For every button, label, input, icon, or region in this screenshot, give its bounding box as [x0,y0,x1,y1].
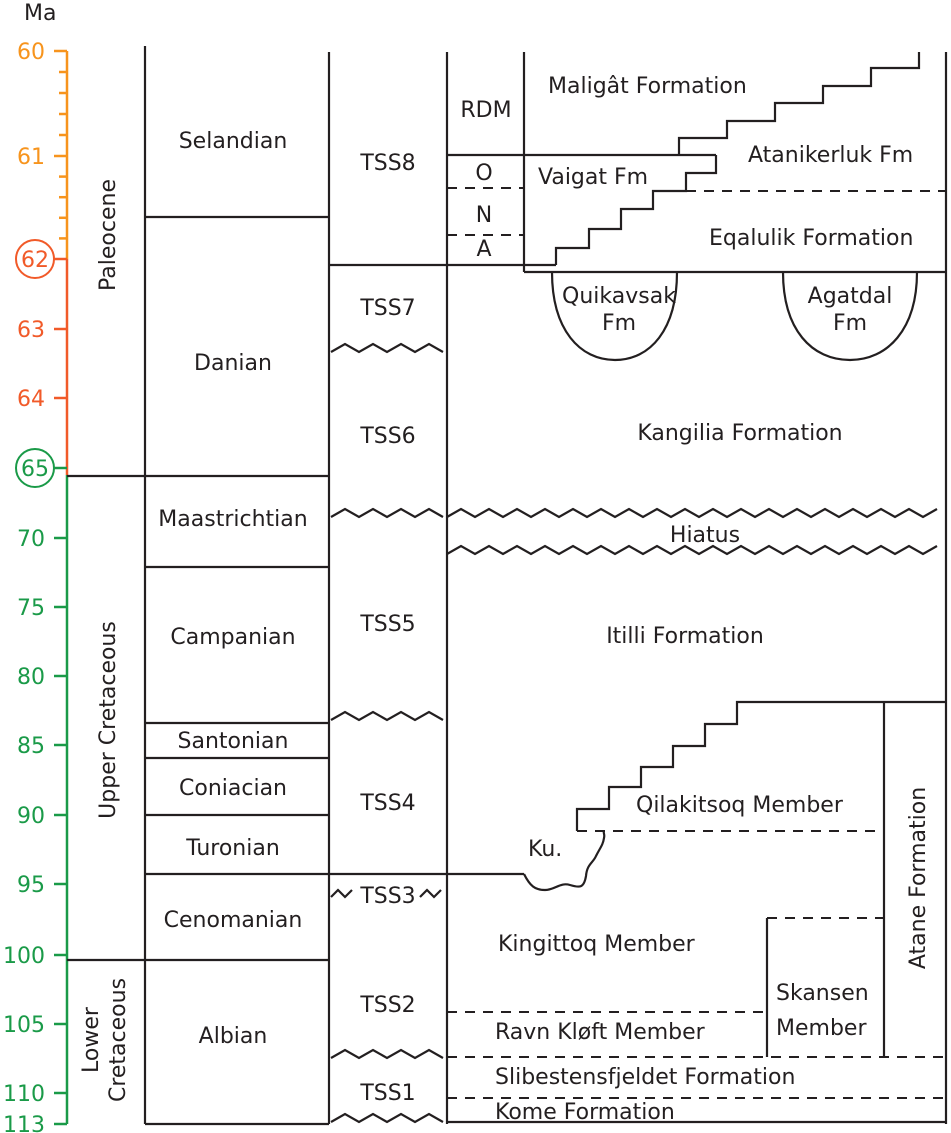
unit-atanikerluk-fm: Atanikerluk Fm [748,143,913,168]
stage-danian: Danian [194,351,272,376]
formation-labels: RDM O N A Maligât Formation Atanikerluk … [460,74,931,1125]
major-ticks: 60 61 62 63 64 65 70 75 80 85 90 95 100 105 110 113 [3,40,67,1133]
tick-label: 100 [3,944,45,969]
sequence-tss4: TSS4 [359,791,415,816]
minor-ticks [59,70,67,240]
unit-vaigat-fm: Vaigat Fm [538,165,648,190]
stage-albian: Albian [199,1024,268,1049]
sequence-tss1: TSS1 [359,1081,415,1106]
unit-o: O [475,161,492,186]
unit-ku: Ku. [528,837,562,862]
unconformity-tss3-left [330,888,353,899]
stage-labels: Selandian Danian Maastrichtian Campanian… [158,129,307,1049]
unit-maligat-formation: Maligât Formation [548,74,747,99]
maligat-step-boundary [677,52,921,155]
tick-label: 70 [17,527,45,552]
unit-n: N [476,203,492,228]
unconformities [330,342,938,1124]
unit-itilli-formation: Itilli Formation [606,624,764,649]
unit-hiatus: Hiatus [670,523,740,548]
unit-ravn-kloft-member: Ravn Kløft Member [495,1020,706,1045]
tick-label: 62 [21,248,49,273]
age-axis: Ma 60 61 62 63 64 65 70 75 80 85 90 95 100 105 110 113 [3,1,69,1133]
vaigat-step-boundary [554,155,718,265]
sequence-tss7: TSS7 [359,296,415,321]
tick-label: 105 [3,1013,45,1038]
stage-selandian: Selandian [179,129,288,154]
sequence-tss5: TSS5 [359,612,415,637]
hiatus-base [446,544,938,556]
tick-label: 65 [21,457,49,482]
axis-unit-label: Ma [24,1,56,26]
tick-label: 110 [3,1082,45,1107]
stage-turonian: Turonian [185,836,280,861]
tick-label: 61 [17,145,45,170]
unconformity-tss1-base [330,1112,444,1124]
unit-skansen-line1: Skansen [776,981,869,1006]
unit-a: A [476,237,491,262]
stage-boundaries [145,215,524,876]
agatdal-channel [781,271,919,362]
sequence-tss8: TSS8 [359,151,415,176]
tick-label: 85 [17,734,45,759]
tick-highlight-circle [15,239,55,279]
unit-slibestensfjeldet-formation: Slibestensfjeldet Formation [495,1065,795,1090]
stage-coniacian: Coniacian [179,776,287,801]
tick-label: 63 [17,318,45,343]
unconformity-tss6-tss5 [330,507,444,519]
unit-kome-formation: Kome Formation [495,1100,675,1125]
tick-label: 60 [17,40,45,65]
tick-label: 80 [17,665,45,690]
epoch-lower-cretaceous-line2: Cretaceous [106,978,131,1102]
unit-eqalulik-formation: Eqalulik Formation [709,226,913,251]
unconformity-tss3-right [419,888,442,899]
stage-campanian: Campanian [170,625,295,650]
unit-agatdal-line1: Agatdal [808,284,893,309]
quikavsak-channel [550,271,679,362]
unit-rdm: RDM [460,98,511,123]
unit-kingittoq-member: Kingittoq Member [498,932,696,957]
paleocene-formations [447,52,946,362]
unconformity-tss2-tss1 [330,1048,444,1060]
sequence-tss3: TSS3 [359,884,415,909]
tick-label: 64 [17,387,45,412]
unit-quikavsak-line1: Quikavsak [562,284,676,309]
tick-label: 75 [17,596,45,621]
column-frames [143,46,948,1126]
unit-quikavsak-line2: Fm [602,311,636,336]
tick-label: 113 [3,1113,45,1133]
ku-unconformity [523,830,606,892]
unit-kangilia-formation: Kangilia Formation [637,421,842,446]
cretaceous-formations [447,700,946,1099]
sequence-labels: TSS8 TSS7 TSS6 TSS5 TSS4 TSS3 TSS2 TSS1 [359,151,415,1106]
unit-skansen-line2: Member [776,1016,867,1041]
epoch-upper-cretaceous: Upper Cretaceous [96,621,121,819]
sequence-tss2: TSS2 [359,993,415,1018]
unit-atane-formation: Atane Formation [906,787,931,969]
tick-highlight-circle [15,448,55,488]
tick-label: 95 [17,873,45,898]
unit-agatdal-line2: Fm [833,311,867,336]
stage-maastrichtian: Maastrichtian [158,507,307,532]
unit-qilakitsoq-member: Qilakitsoq Member [636,793,844,818]
qilakitsoq-step-boundary [575,700,946,831]
hiatus-top [446,507,938,519]
stage-santonian: Santonian [178,729,289,754]
tick-label: 90 [17,804,45,829]
epoch-lower-cretaceous-line1: Lower [79,1006,104,1073]
unconformity-tss7-tss6 [330,342,444,354]
epoch-paleocene: Paleocene [96,179,121,291]
stage-cenomanian: Cenomanian [164,908,303,933]
sequence-tss6: TSS6 [359,424,415,449]
unconformity-tss5-tss4 [330,710,444,722]
